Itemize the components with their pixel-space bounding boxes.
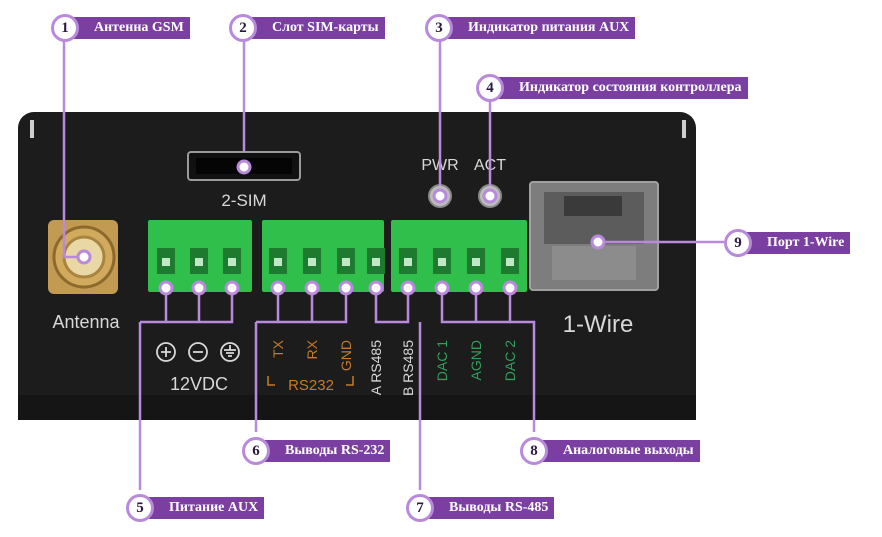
callout-1-number: 1 (51, 14, 79, 42)
callout-dot (400, 280, 416, 296)
callout-7-text: Выводы RS-485 (427, 497, 555, 519)
terminal-screw (404, 258, 412, 266)
ground-icon (220, 342, 240, 362)
callout-4-number: 4 (476, 74, 504, 102)
callout-dot (224, 280, 240, 296)
callout-dot (304, 280, 320, 296)
callout-dot (338, 280, 354, 296)
pin-label: B RS485 (400, 340, 416, 396)
terminal-screw (162, 258, 170, 266)
callout-dot (468, 280, 484, 296)
terminal-blocks (148, 220, 527, 292)
terminal-screw (472, 258, 480, 266)
terminal-screw (372, 258, 380, 266)
pin-label: AGND (468, 340, 484, 380)
callout-dot (368, 280, 384, 296)
callout-dots (76, 159, 606, 296)
sim-label: 2-SIM (221, 191, 266, 210)
pin-label: A RS485 (368, 340, 384, 395)
callout-4-text: Индикатор состояния контроллера (497, 77, 748, 99)
callout-3-text: Индикатор питания AUX (446, 17, 636, 39)
callout-dot (502, 280, 518, 296)
callout-dot (270, 280, 286, 296)
terminal-screw (438, 258, 446, 266)
callout-dot (590, 234, 606, 250)
callout-dot (434, 280, 450, 296)
callout-dot (191, 280, 207, 296)
terminal-screw (274, 258, 282, 266)
callout-6-text: Выводы RS-232 (263, 440, 391, 462)
rs232-bracket (267, 376, 354, 386)
callout-9-text: Порт 1-Wire (745, 232, 851, 254)
callout-dot (76, 249, 92, 265)
onewire-label: 1-Wire (563, 311, 634, 338)
pin-label: TX (270, 339, 286, 358)
callout-6-number: 6 (242, 437, 270, 465)
pin-label: RX (304, 339, 320, 359)
callout-2-text: Слот SIM-карты (250, 17, 385, 39)
pin-label: DAC 1 (434, 340, 450, 381)
terminal-screw (195, 258, 203, 266)
voltage-label: 12VDC (170, 374, 228, 394)
callout-dot (482, 188, 498, 204)
pin-label: GND (338, 340, 354, 371)
callout-8-text: Аналоговые выходы (541, 440, 700, 462)
power-symbols (156, 342, 240, 362)
minus-icon (188, 342, 208, 362)
callout-dot (158, 280, 174, 296)
callout-9-number: 9 (724, 229, 752, 257)
callout-5-number: 5 (126, 494, 154, 522)
callout-2-number: 2 (229, 14, 257, 42)
antenna-label: Antenna (52, 312, 120, 332)
plus-icon (156, 342, 176, 362)
callout-1-text: Антенна GSM (72, 17, 190, 39)
terminal-screw (342, 258, 350, 266)
terminal-screw (228, 258, 236, 266)
callout-5-text: Питание AUX (147, 497, 265, 519)
callout-dot (432, 188, 448, 204)
pin-label: DAC 2 (502, 340, 518, 381)
callout-dot (236, 159, 252, 175)
callout-8-number: 8 (520, 437, 548, 465)
callout-3-number: 3 (425, 14, 453, 42)
rs232-group-label: RS232 (288, 377, 334, 394)
terminal-screw (506, 258, 514, 266)
callout-7-number: 7 (406, 494, 434, 522)
terminal-screw (308, 258, 316, 266)
